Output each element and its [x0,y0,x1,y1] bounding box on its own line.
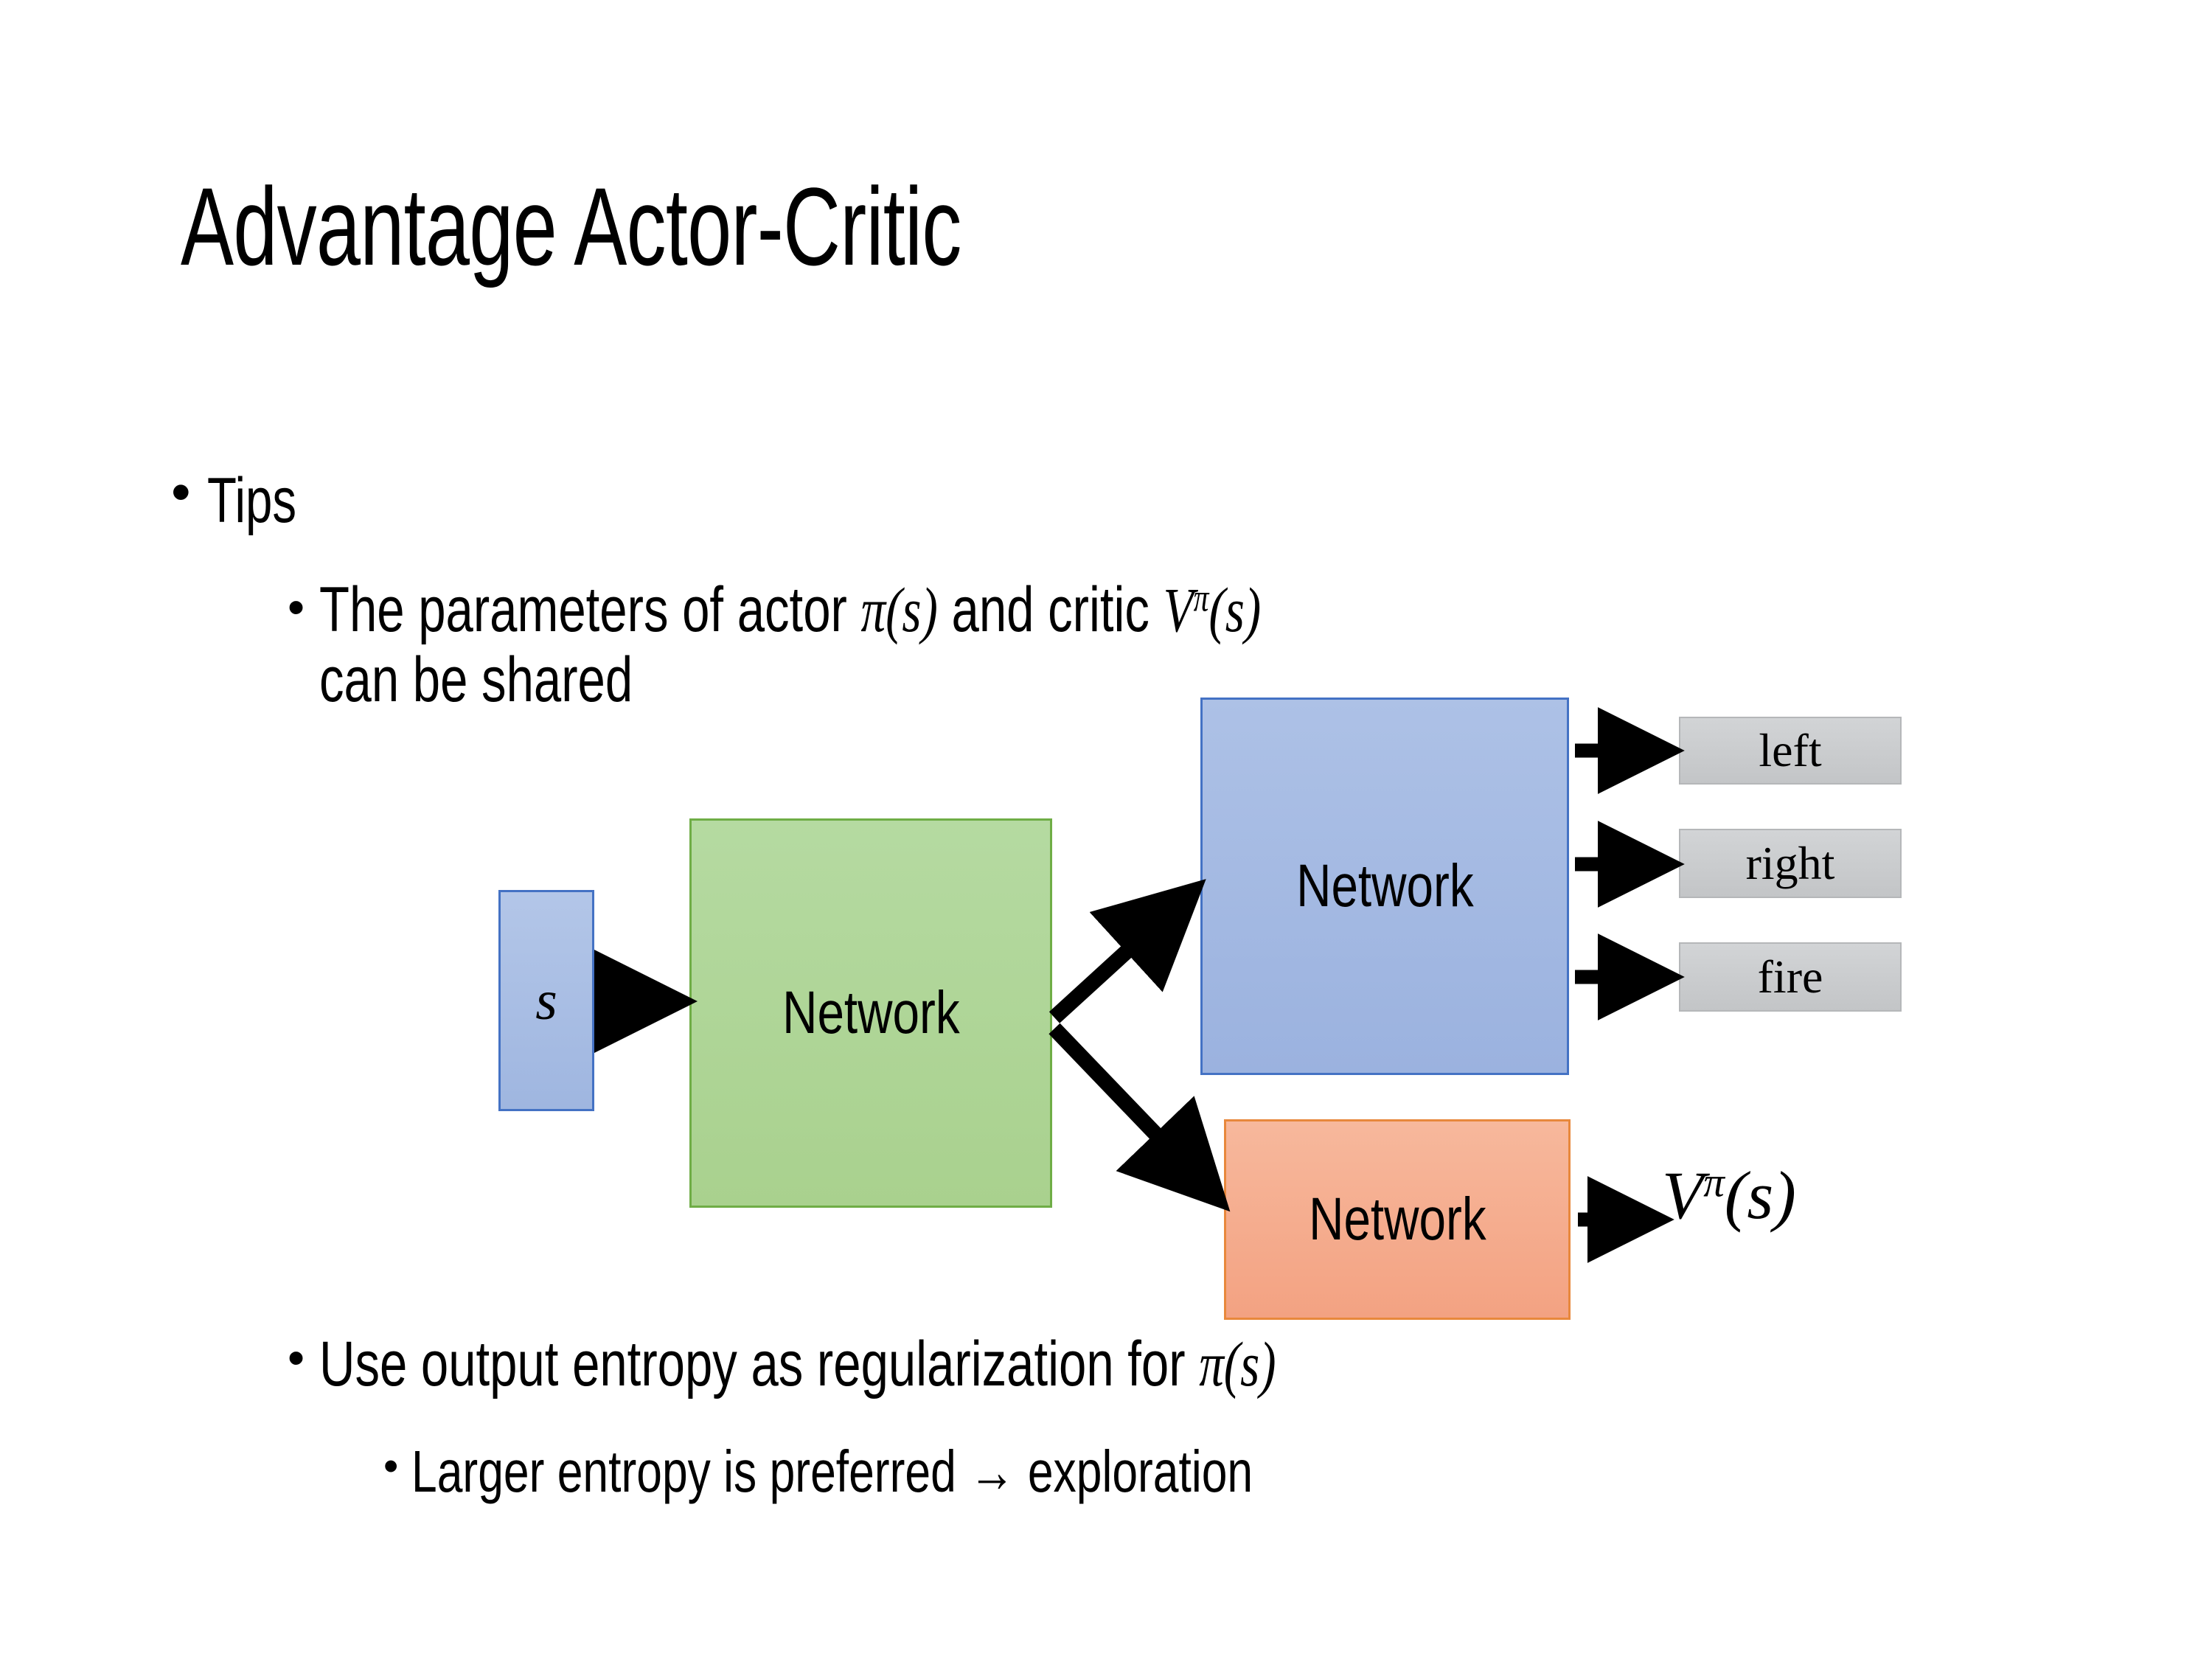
bullet-marker-icon: • [383,1442,399,1490]
bullet-parameters-suffix: can be shared [319,644,633,715]
critic-output-base: V [1662,1158,1704,1233]
bullet-larger-entropy: • Larger entropy is preferred → explorat… [383,1438,1490,1506]
critic-output-superscript: π [1703,1159,1725,1206]
diagram-shared-network-box: Network [689,818,1052,1208]
bullet-tips-label: Tips [206,465,296,536]
bullet-tips: • Tips [171,465,324,538]
arrow-shared-to-actor [1048,879,1206,1023]
math-critic-argument: (s) [1208,574,1262,645]
math-critic-base: V [1163,574,1194,645]
bullet-marker-icon: • [288,1330,305,1385]
diagram-critic-network-label: Network [1308,1186,1486,1253]
bullet-entropy-label: Use output entropy as regularization for… [319,1327,1276,1401]
diagram-shared-network-label: Network [782,979,960,1046]
bullet-parameters-label: The parameters of actor π(s) and critic … [319,575,1769,714]
page-title: Advantage Actor-Critic [181,164,961,288]
arrow-shared-to-critic [1048,1023,1231,1212]
diagram-critic-output-label: Vπ(s) [1662,1156,1796,1234]
bullet-larger-label: Larger entropy is preferred → exploratio… [411,1439,1253,1504]
diagram-actor-network-label: Network [1295,852,1474,919]
math-critic-superscript: π [1193,575,1209,620]
bullet-entropy-prefix: Use output entropy as regularization for [319,1329,1200,1399]
math-critic-v-pi: Vπ(s) [1164,574,1262,645]
bullet-entropy-regularization: • Use output entropy as regularization f… [288,1327,1546,1401]
bullet-parameters-shared: • The parameters of actor π(s) and criti… [288,575,2177,714]
diagram-actor-network-box: Network [1200,698,1569,1075]
diagram-action-right-box: right [1679,829,1902,898]
diagram-action-fire-box: fire [1679,942,1902,1012]
bullet-marker-icon: • [288,580,305,634]
bullet-parameters-prefix: The parameters of actor [319,574,861,645]
math-policy-pi: π(s) [1199,1329,1276,1399]
bullet-parameters-middle: and critic [937,574,1164,645]
critic-output-argument: (s) [1724,1158,1796,1233]
diagram-input-state-box: s [498,890,594,1111]
math-actor-pi: π(s) [860,574,938,645]
diagram-input-state-label: s [535,969,557,1032]
diagram-critic-network-box: Network [1224,1119,1571,1320]
bullet-marker-icon: • [171,461,191,524]
diagram-action-left-box: left [1679,717,1902,785]
